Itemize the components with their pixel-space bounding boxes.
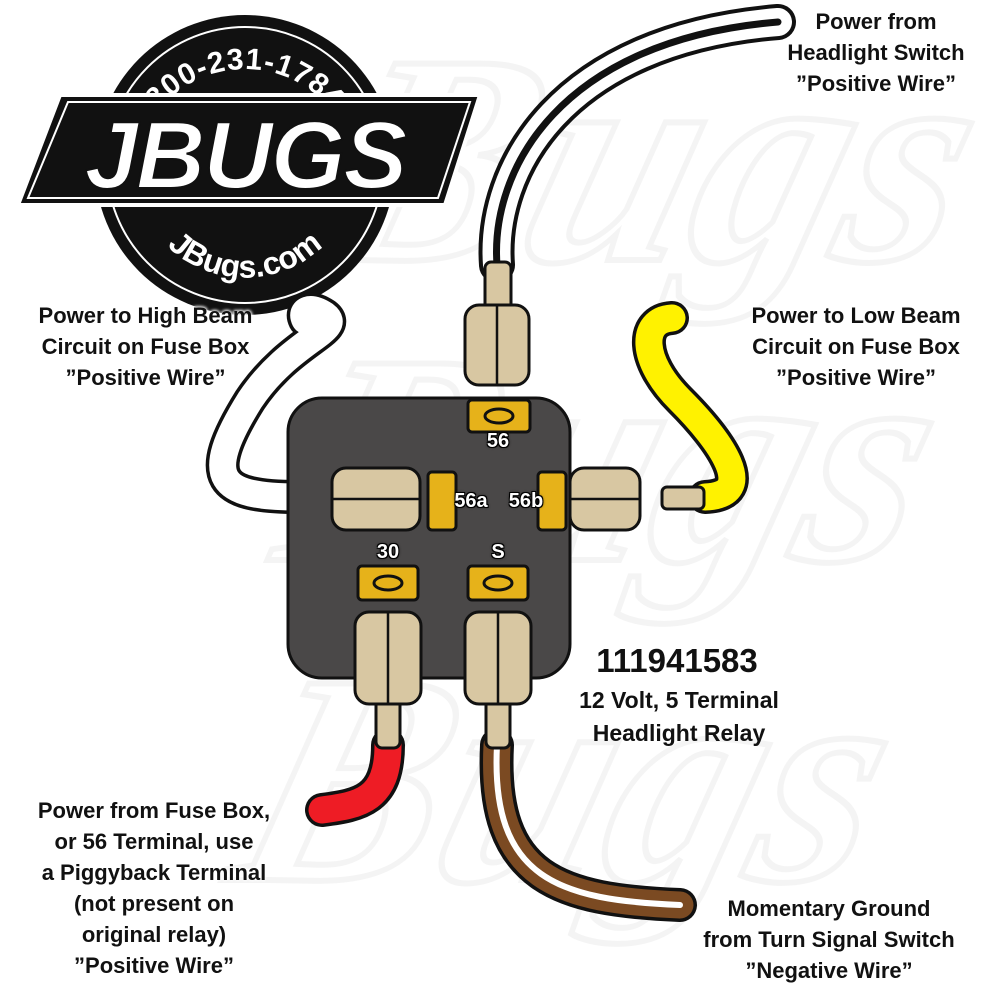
label-line: or 56 Terminal, use — [54, 829, 254, 854]
high-beam-wire — [205, 292, 346, 514]
terminal-label-56a: 56a — [454, 490, 488, 512]
relay-part-number: 111941583 — [596, 642, 758, 679]
jbugs-logo: 800-231-1784 JBugs.com JBUGS — [15, 15, 483, 315]
terminal-label-56b: 56b — [508, 490, 544, 512]
connector-56 — [463, 303, 531, 387]
relay-description-line: Headlight Relay — [592, 720, 766, 746]
label-line: original relay) — [81, 922, 227, 947]
relay-description: 12 Volt, 5 Terminal Headlight Relay — [548, 684, 810, 750]
terminal-label-56: 56 — [486, 430, 510, 452]
connector-30 — [353, 610, 423, 706]
label-line: Circuit on Fuse Box — [752, 334, 960, 359]
label-line: ”Positive Wire” — [796, 71, 956, 96]
terminal-56b — [536, 470, 568, 532]
connector-56b — [568, 466, 642, 532]
label-line: ”Positive Wire” — [74, 953, 234, 978]
label-line: (not present on — [73, 891, 235, 916]
label-low-beam: Power to Low Beam Circuit on Fuse Box ”P… — [722, 300, 990, 393]
low-beam-wire — [632, 301, 749, 514]
label-line: Headlight Switch — [787, 40, 965, 65]
connector-56a — [330, 466, 422, 532]
terminal-s — [466, 564, 530, 602]
label-fuse-box: Power from Fuse Box, or 56 Terminal, use… — [4, 795, 304, 981]
label-line: Power to High Beam — [38, 303, 253, 328]
label-line: ”Positive Wire” — [776, 365, 936, 390]
label-ground: Momentary Ground from Turn Signal Switch… — [668, 893, 990, 986]
terminal-56a — [426, 470, 458, 532]
label-line: a Piggyback Terminal — [41, 860, 267, 885]
terminal-56 — [466, 398, 532, 434]
label-high-beam: Power to High Beam Circuit on Fuse Box ”… — [8, 300, 283, 393]
label-line: ”Negative Wire” — [745, 958, 913, 983]
terminal-30 — [356, 564, 420, 602]
label-line: Power from Fuse Box, — [37, 798, 271, 823]
label-line: Circuit on Fuse Box — [41, 334, 250, 359]
label-line: ”Positive Wire” — [65, 365, 226, 390]
fuse-box-wire — [305, 728, 405, 827]
headlight-switch-wire — [478, 4, 796, 283]
label-line: Power from — [815, 9, 937, 34]
terminal-label-30: 30 — [376, 541, 400, 563]
connector-s — [463, 610, 533, 706]
label-line: Momentary Ground — [727, 896, 931, 921]
label-line: from Turn Signal Switch — [703, 927, 955, 952]
terminal-label-s: S — [491, 541, 505, 563]
ground-wire — [479, 728, 697, 922]
label-headlight-switch: Power from Headlight Switch ”Positive Wi… — [762, 6, 990, 99]
svg-text:JBUGS: JBUGS — [85, 102, 408, 209]
relay-description-line: 12 Volt, 5 Terminal — [579, 687, 779, 713]
label-line: Power to Low Beam — [751, 303, 961, 328]
